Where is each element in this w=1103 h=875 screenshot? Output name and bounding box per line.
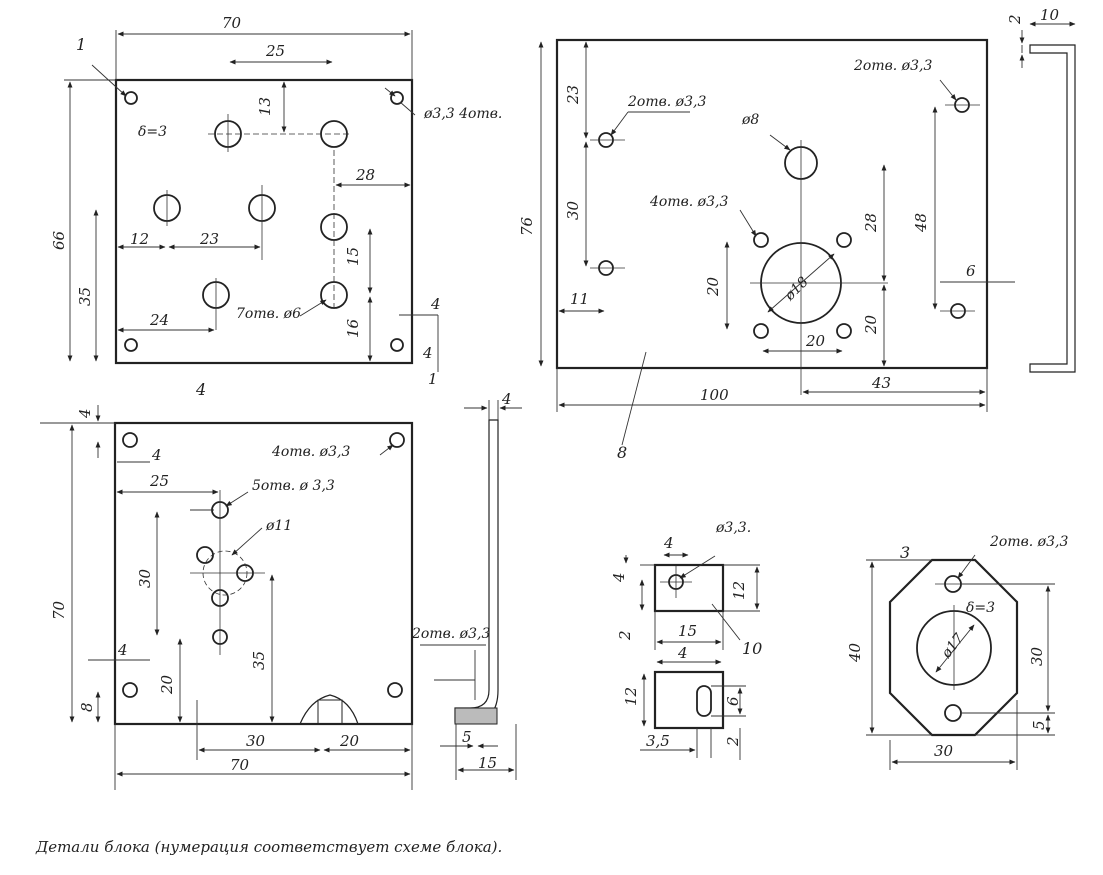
part-4-dim-25: 25 [149, 472, 169, 490]
part-4: 4 4 4 25 30 70 4 8 20 35 30 20 70 ø11 4о… [40, 380, 522, 790]
part-1-note-small-holes: ø3,3 4отв. [423, 106, 502, 122]
part-1-dim-35: 35 [76, 287, 94, 306]
part-1-dim-13: 13 [256, 97, 274, 116]
part-1-number: 1 [76, 35, 86, 54]
part-4-side-dim-4: 4 [501, 390, 512, 408]
part-3: 3 δ=3 2отв. ø3,3 40 30 5 30 ø17 [846, 534, 1068, 770]
part-1-dim-16: 16 [344, 318, 362, 338]
part-10-dim-4top: 4 [663, 534, 674, 552]
part-8-dim-76: 76 [518, 216, 536, 236]
part-8-dim-30: 30 [564, 200, 582, 220]
figure-caption: Детали блока (нумерация соответствует сх… [35, 838, 502, 856]
part-8-note-big-hole: ø8 [741, 112, 759, 128]
part-3-number: 3 [900, 543, 910, 562]
part-3-dim-30h: 30 [934, 742, 954, 760]
part-10: 4 4 12 2 15 ø3,3. 10 4 12 6 3,5 2 [610, 520, 762, 760]
part-4-dim-70v: 70 [50, 600, 68, 620]
part-4-dim-4c: 4 [117, 641, 128, 659]
part-8: 76 23 30 11 100 43 20 20 20 28 48 6 ø18 … [518, 6, 1076, 462]
part-1-note-big-holes: 7отв. ø6 [236, 306, 301, 322]
part-1-dim-4b: 4 [422, 344, 433, 362]
part-8-dim-48: 48 [912, 213, 930, 233]
part-4-note-five-holes: 5отв. ø 3,3 [252, 478, 335, 494]
part-1-dim-25: 25 [265, 42, 285, 60]
part-1-dimensions [64, 30, 439, 372]
part-8-dim-6: 6 [966, 262, 976, 280]
part-1-small-holes [124, 91, 404, 352]
part-10-dim-6: 6 [724, 696, 742, 706]
part-3-dim-5: 5 [1030, 720, 1048, 730]
part-10-dim-12b: 12 [622, 687, 640, 706]
part-4-dimensions [40, 405, 413, 790]
part-8-dim-43: 43 [871, 374, 891, 392]
part-10-dim-4left: 4 [610, 572, 628, 583]
part-4-dim-4a: 4 [76, 408, 94, 419]
part-4-dim-11: ø11 [265, 518, 292, 534]
part-8-dim-20a: 20 [704, 276, 722, 297]
part-10-dim-15: 15 [678, 622, 697, 640]
part-3-thickness: δ=3 [966, 600, 995, 616]
part-8-dim-28: 28 [862, 213, 880, 233]
part-3-dim-30v: 30 [1028, 646, 1046, 666]
part-4-dim-8: 8 [78, 702, 96, 712]
part-1-dim-height: 66 [50, 230, 68, 250]
part-4-dim-70h: 70 [230, 756, 250, 774]
part-4-cutout [299, 694, 359, 725]
part-1-dim-width: 70 [222, 14, 242, 32]
part-4-dim-30b: 30 [246, 732, 266, 750]
part-1-dim-23: 23 [199, 230, 219, 248]
part-8-dimensions [538, 41, 1015, 412]
part-8-dim-11: 11 [570, 290, 589, 308]
part-8-dim-20b: 20 [805, 332, 826, 350]
part-1-dim-15: 15 [344, 247, 362, 266]
part-4-number: 4 [195, 380, 206, 399]
part-4-dim-35: 35 [250, 651, 268, 670]
part-10-dim-4b: 4 [677, 644, 688, 662]
part-10-side-view [653, 670, 725, 730]
part-4-dim-20b: 20 [339, 732, 360, 750]
part-4-side-profile: 4 5 15 2отв. ø3,3 [411, 390, 522, 780]
part-4-side-note: 2отв. ø3,3 [411, 626, 490, 642]
part-1-thickness: δ=3 [138, 124, 167, 140]
part-10-dim-2: 2 [616, 630, 634, 641]
part-8-number: 8 [617, 443, 627, 462]
part-1-dim-28: 28 [355, 166, 375, 184]
part-1-center-lines [166, 114, 350, 330]
part-8-side-dim-10: 10 [1040, 6, 1060, 24]
part-1: 70 25 13 66 35 28 12 23 24 15 16 4 4 1 1… [50, 14, 502, 388]
part-8-note-left-holes: 2отв. ø3,3 [627, 94, 706, 110]
part-8-dim-23: 23 [564, 85, 582, 105]
part-8-note-four-holes: 4отв. ø3,3 [649, 194, 728, 210]
part-4-note-corner-holes: 4отв. ø3,3 [271, 444, 350, 460]
part-8-note-right-holes: 2отв. ø3,3 [853, 58, 932, 74]
part-1-dim-24: 24 [149, 311, 169, 329]
part-4-plate [113, 421, 414, 726]
part-8-dim-20c: 20 [862, 314, 880, 335]
part-4-side-dim-15: 15 [478, 754, 497, 772]
part-4-dim-4b: 4 [151, 446, 162, 464]
part-10-note-hole: ø3,3. [715, 520, 751, 536]
part-1-dim-4a: 4 [430, 295, 441, 313]
part-8-plate [555, 38, 989, 370]
part-1-dim-1: 1 [428, 370, 438, 388]
part-4-side-dim-5: 5 [462, 728, 472, 746]
part-1-dim-12: 12 [130, 230, 149, 248]
part-10-dim-12: 12 [730, 581, 748, 600]
part-10-dim-2b: 2 [724, 736, 742, 747]
part-8-side-dim-2: 2 [1006, 14, 1024, 25]
part-3-note-holes: 2отв. ø3,3 [989, 534, 1068, 550]
part-1-plate [114, 78, 414, 365]
part-10-number: 10 [742, 639, 762, 658]
part-4-dim-20: 20 [158, 674, 176, 695]
part-4-dim-30: 30 [136, 568, 154, 588]
part-4-center-lines [190, 490, 265, 655]
part-8-side-profile: 10 2 [1006, 6, 1076, 373]
part-8-dim-100: 100 [700, 386, 729, 404]
part-1-large-holes [153, 120, 348, 309]
part-3-dim-40: 40 [846, 642, 864, 663]
part-10-top-view [653, 563, 725, 613]
part-10-dim-35: 3,5 [646, 732, 670, 750]
